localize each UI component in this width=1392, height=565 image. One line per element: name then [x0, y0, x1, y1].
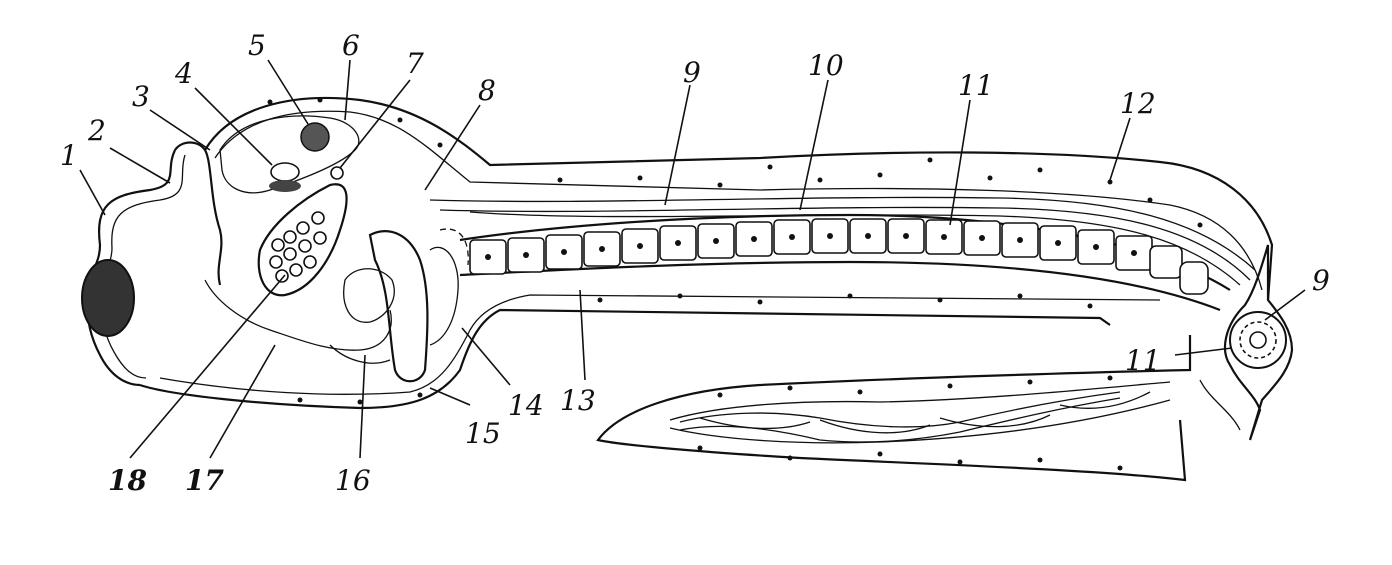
- label-12: 12: [1120, 87, 1156, 120]
- label-16: 16: [335, 464, 371, 497]
- body-outline: [139, 96, 1274, 410]
- number-labels: 1 2 3 4 5 6 7 8 9 10 11 12 9 11 13 14 15…: [60, 29, 1330, 497]
- leader-lines: [79, 59, 1306, 459]
- tail-cross-section: [1223, 244, 1294, 441]
- label-7: 7: [406, 47, 424, 80]
- label-3: 3: [132, 80, 150, 113]
- label-4: 4: [174, 57, 193, 90]
- label-9-top: 9: [683, 56, 701, 89]
- label-6: 6: [342, 29, 360, 62]
- lower-section: [596, 335, 1241, 482]
- label-8: 8: [478, 74, 496, 107]
- pharynx-gill-slits: [257, 183, 348, 297]
- digestive-region: [204, 228, 469, 383]
- tissue-dots: [267, 97, 1203, 471]
- label-18: 18: [108, 464, 147, 497]
- label-11-top: 11: [958, 69, 994, 102]
- head-structures: [219, 115, 360, 194]
- label-10: 10: [808, 49, 844, 82]
- label-14: 14: [508, 389, 544, 422]
- label-11-right: 11: [1125, 344, 1161, 377]
- label-17: 17: [185, 464, 224, 497]
- label-15: 15: [465, 417, 501, 450]
- label-5: 5: [248, 29, 266, 62]
- oral-hood: [81, 141, 223, 387]
- notochord: [429, 196, 1256, 312]
- label-1: 1: [60, 139, 78, 172]
- label-13: 13: [560, 384, 596, 417]
- label-9-right: 9: [1312, 264, 1330, 297]
- label-2: 2: [87, 114, 106, 147]
